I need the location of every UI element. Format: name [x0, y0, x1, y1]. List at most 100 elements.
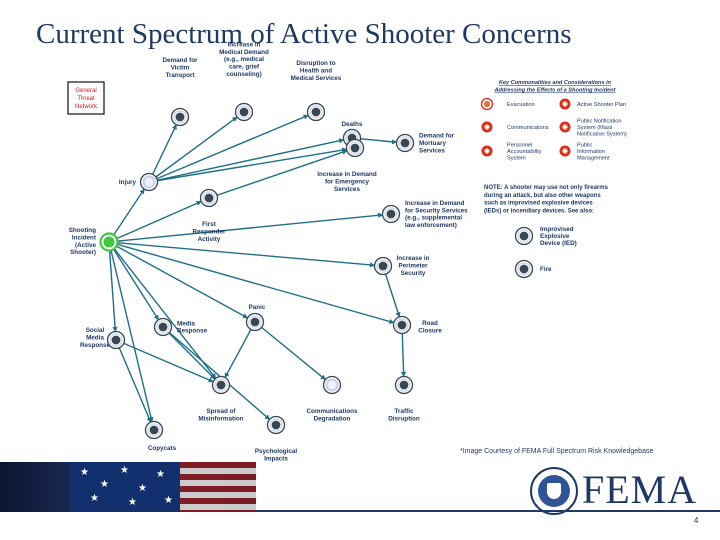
- edge-arrowhead: [388, 318, 395, 324]
- edge-arrowhead: [208, 377, 214, 383]
- node-label: First: [202, 221, 217, 228]
- threat-network-label: Network: [75, 104, 98, 110]
- edge-shooting_incident-road_closure: [108, 241, 395, 324]
- node-label: Increase in: [397, 255, 430, 262]
- legend-item-label: System: [507, 155, 526, 161]
- edge-first_responder-emergency_services: [208, 149, 348, 199]
- legend-item-label: System (Mass: [577, 125, 613, 131]
- edge-social_media-copycats: [115, 339, 152, 423]
- page-number: 4: [694, 516, 699, 525]
- legend-item: Active Shooter Plan: [559, 98, 626, 110]
- node-label: Spread of: [206, 408, 236, 415]
- legend-item-label: Management: [577, 155, 610, 161]
- node-label: law enforcement): [405, 222, 457, 229]
- node-label: Demand for: [419, 133, 455, 140]
- edge-arrowhead: [264, 414, 270, 420]
- node-panic: Panic: [245, 304, 266, 332]
- edge-social_media-spread_misinfo: [115, 339, 214, 383]
- node-label: Disruption to: [296, 60, 335, 67]
- see-also-node: [514, 226, 534, 246]
- legend-item-label: Public Notification: [577, 119, 621, 125]
- node-label: Health and: [300, 68, 332, 75]
- see-also-label: Fire: [540, 266, 552, 273]
- edge-shooting_incident-injury: [108, 188, 146, 243]
- edge-arrowhead: [146, 417, 152, 423]
- flag-photo-strip: ★ ★ ★ ★ ★ ★ ★ ★: [0, 462, 256, 512]
- legend-item-label: Public: [577, 143, 592, 149]
- legend-note: NOTE: A shooter may use not only firearm…: [484, 185, 609, 191]
- threat-network-label: General: [75, 88, 96, 94]
- node-label: for Security Services: [405, 207, 468, 214]
- node-label: Increase in Demand: [317, 171, 377, 178]
- edge-shooting_incident-copycats: [108, 241, 153, 423]
- edge-arrowhead: [395, 311, 401, 318]
- node-label: Copycats: [148, 445, 177, 452]
- legend-item-label: Active Shooter Plan: [577, 102, 626, 108]
- legend-item-label: Personnel: [507, 143, 532, 149]
- node-label: (Active: [75, 242, 96, 249]
- node-label: Traffic: [395, 408, 414, 415]
- edge-shooting_incident-perimeter: [108, 241, 376, 266]
- edge-arrowhead: [196, 200, 202, 206]
- edge-shooting_incident-first_responder: [108, 200, 202, 243]
- edge-arrowhead: [153, 314, 159, 321]
- node-label: Road: [422, 320, 438, 327]
- edge-panic-comm_degradation: [254, 321, 327, 381]
- node-injury: Injury: [119, 172, 159, 192]
- node-label: Perimeter: [398, 262, 428, 269]
- node-label: Demand for: [163, 57, 199, 64]
- node-label: Responder: [193, 228, 226, 235]
- edge-arrowhead: [338, 138, 345, 144]
- edge-media_response-psych_impacts: [162, 326, 271, 421]
- legend-title: Addressing the Effects of a Shooting Inc…: [493, 88, 616, 94]
- legend-item-label: Communications: [507, 125, 549, 131]
- node-label: Impacts: [264, 455, 288, 462]
- slide-title: Current Spectrum of Active Shooter Conce…: [36, 18, 572, 50]
- see-also-label: Improvised: [540, 226, 574, 233]
- edge-injury-emergency_services: [148, 148, 348, 183]
- edge-media_response-spread_misinfo: [162, 326, 216, 380]
- legend-item-label: Accountability: [507, 149, 542, 155]
- edge-shooting_incident-social_media: [108, 241, 117, 333]
- node-label: Response: [80, 342, 111, 349]
- edge-arrowhead: [303, 114, 309, 120]
- node-label: Increase in Demand: [405, 200, 465, 207]
- legend-item: Evacuation: [480, 97, 535, 111]
- node-label: (e.g., supplemental: [405, 215, 462, 222]
- node-label: Transport: [165, 72, 195, 79]
- legend-note: such as improvised explosive devices: [484, 201, 593, 207]
- legend-item-label: Notification System): [577, 131, 627, 137]
- edge-arrowhead: [242, 313, 248, 319]
- legend-item-label: Evacuation: [507, 102, 535, 108]
- node-label: Deaths: [342, 121, 363, 128]
- node-label: Misinformation: [198, 415, 243, 422]
- node-label: Media: [177, 320, 195, 327]
- see-also-label: Device (IED): [540, 240, 577, 247]
- legend-title: Key Commonalities and Considerations in: [499, 80, 612, 86]
- see-also-node: [514, 259, 534, 279]
- edge-shooting_incident-panic: [108, 241, 249, 319]
- node-label: Media: [86, 334, 104, 341]
- node-label: Increase in: [228, 41, 261, 48]
- edge-arrowhead: [377, 212, 384, 218]
- fema-logo: FEMA: [582, 467, 698, 512]
- node-label: (e.g., medical: [224, 56, 264, 63]
- edge-arrowhead: [112, 326, 118, 333]
- node-label: Incident: [72, 234, 97, 241]
- edges-layer: [108, 114, 407, 423]
